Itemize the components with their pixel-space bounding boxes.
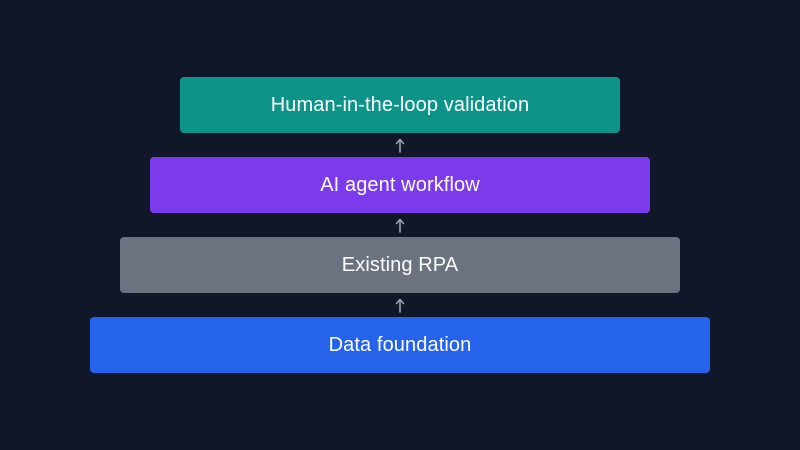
layer-label: Human-in-the-loop validation: [270, 93, 530, 116]
layer-data-foundation: Data foundation: [90, 317, 710, 373]
layer-label: Existing RPA: [341, 253, 459, 276]
layer-existing-rpa: Existing RPA: [120, 237, 680, 293]
layer-human-in-the-loop-validation: Human-in-the-loop validation: [180, 77, 620, 133]
up-arrow-icon: [395, 218, 405, 233]
up-arrow-icon: [395, 138, 405, 153]
layer-label: Data foundation: [328, 333, 472, 356]
layer-label: AI agent workflow: [320, 173, 480, 196]
up-arrow-icon: [395, 298, 405, 313]
layer-ai-agent-workflow: AI agent workflow: [150, 157, 650, 213]
